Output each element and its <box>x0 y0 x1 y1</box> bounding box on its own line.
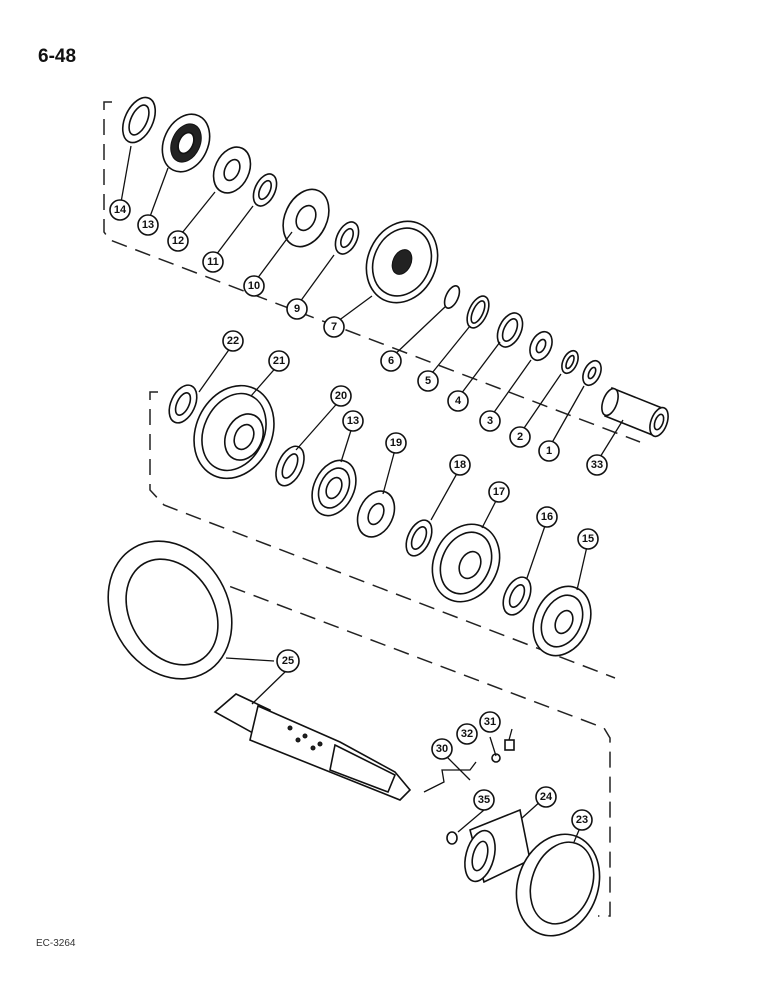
svg-text:11: 11 <box>207 256 219 268</box>
svg-text:7: 7 <box>331 321 337 333</box>
page-number: 6-48 <box>38 46 77 67</box>
callout-1: 1 <box>538 440 560 462</box>
callout-4: 4 <box>447 390 469 412</box>
callout-9: 9 <box>286 298 308 320</box>
part-3-roller-bearing <box>529 330 553 362</box>
callout-33: 33 <box>586 454 608 476</box>
part-5-ring <box>466 295 490 329</box>
svg-text:35: 35 <box>478 794 490 806</box>
svg-text:9: 9 <box>294 303 300 315</box>
part-15-gear <box>532 585 592 657</box>
svg-text:12: 12 <box>172 235 184 247</box>
part-9-washer <box>334 221 360 255</box>
part-19-gear <box>356 490 396 538</box>
svg-text:31: 31 <box>484 716 496 728</box>
callout-21: 21 <box>268 350 290 372</box>
svg-text:4: 4 <box>455 395 462 407</box>
svg-text:10: 10 <box>248 280 260 292</box>
callout-22: 22 <box>222 330 244 352</box>
part-16-washer <box>502 576 532 616</box>
svg-text:21: 21 <box>273 355 285 367</box>
callout-30: 30 <box>431 738 453 760</box>
figure-code: EC-3264 <box>36 938 76 949</box>
part-30-tube <box>423 761 477 793</box>
group-bracket-lower <box>159 559 611 917</box>
part-23-bearing-cup <box>515 833 601 937</box>
callout-25: 25 <box>276 649 300 673</box>
svg-text:25: 25 <box>282 655 294 667</box>
callout-14: 14 <box>109 199 131 221</box>
callout-19: 19 <box>385 432 407 454</box>
svg-text:15: 15 <box>582 533 594 545</box>
callout-3: 3 <box>479 410 501 432</box>
svg-text:23: 23 <box>576 814 588 826</box>
part-2-washer <box>561 349 579 375</box>
part-11-washer <box>252 173 278 207</box>
part-35-o-ring <box>446 831 458 845</box>
part-4-bearing-cup <box>496 312 524 348</box>
part-20-washer <box>275 445 305 487</box>
part-25-ring-gear <box>107 540 233 680</box>
svg-text:17: 17 <box>493 486 505 498</box>
svg-text:24: 24 <box>540 791 553 803</box>
part-22-washer <box>168 384 198 424</box>
callout-15: 15 <box>577 528 599 550</box>
callout-17: 17 <box>488 481 510 503</box>
callout-7: 7 <box>323 316 345 338</box>
callout-13-middle: 13 <box>342 410 364 432</box>
part-10-gear <box>282 188 330 248</box>
callout-12: 12 <box>167 230 189 252</box>
callout-18: 18 <box>449 454 471 476</box>
part-21-gear <box>193 384 275 480</box>
svg-text:13: 13 <box>347 415 359 427</box>
svg-text:13: 13 <box>142 219 154 231</box>
svg-text:5: 5 <box>425 375 431 387</box>
part-33-sleeve <box>601 386 669 438</box>
part-24-bearing-cone <box>464 808 531 884</box>
callout-11: 11 <box>202 251 224 273</box>
part-18-washer <box>405 519 433 557</box>
part-31-fitting <box>504 739 515 751</box>
svg-text:19: 19 <box>390 437 402 449</box>
callout-35: 35 <box>473 789 495 811</box>
callout-31: 31 <box>479 711 501 733</box>
callout-5: 5 <box>417 370 439 392</box>
part-12-gear <box>212 146 252 194</box>
svg-text:16: 16 <box>541 511 553 523</box>
callout-10: 10 <box>243 275 265 297</box>
callout-13-upper: 13 <box>137 214 159 236</box>
svg-text:30: 30 <box>436 743 448 755</box>
part-13-sleeve-middle <box>311 459 357 517</box>
callout-6: 6 <box>380 350 402 372</box>
svg-text:3: 3 <box>487 415 493 427</box>
part-25-pinion-shaft <box>213 693 412 801</box>
callout-20: 20 <box>330 385 352 407</box>
callout-23: 23 <box>571 809 593 831</box>
svg-text:33: 33 <box>591 459 603 471</box>
svg-text:20: 20 <box>335 390 347 402</box>
svg-text:22: 22 <box>227 335 239 347</box>
svg-text:2: 2 <box>517 431 523 443</box>
part-13-sleeve-upper <box>161 113 211 173</box>
svg-text:18: 18 <box>454 459 466 471</box>
part-6-snap-ring <box>443 285 461 309</box>
svg-text:14: 14 <box>114 204 127 216</box>
part-14-washer <box>121 96 157 144</box>
callout-2: 2 <box>509 426 531 448</box>
svg-text:32: 32 <box>461 728 473 740</box>
callout-32: 32 <box>456 723 478 745</box>
leader-lines <box>119 145 624 843</box>
callout-24: 24 <box>535 786 557 808</box>
part-7-sprocket <box>365 220 439 304</box>
callout-16: 16 <box>536 506 558 528</box>
part-1-nut <box>582 359 602 387</box>
svg-text:6: 6 <box>388 355 394 367</box>
group-bracket-middle <box>149 391 616 679</box>
svg-text:1: 1 <box>546 445 552 457</box>
part-17-gear <box>431 523 501 603</box>
